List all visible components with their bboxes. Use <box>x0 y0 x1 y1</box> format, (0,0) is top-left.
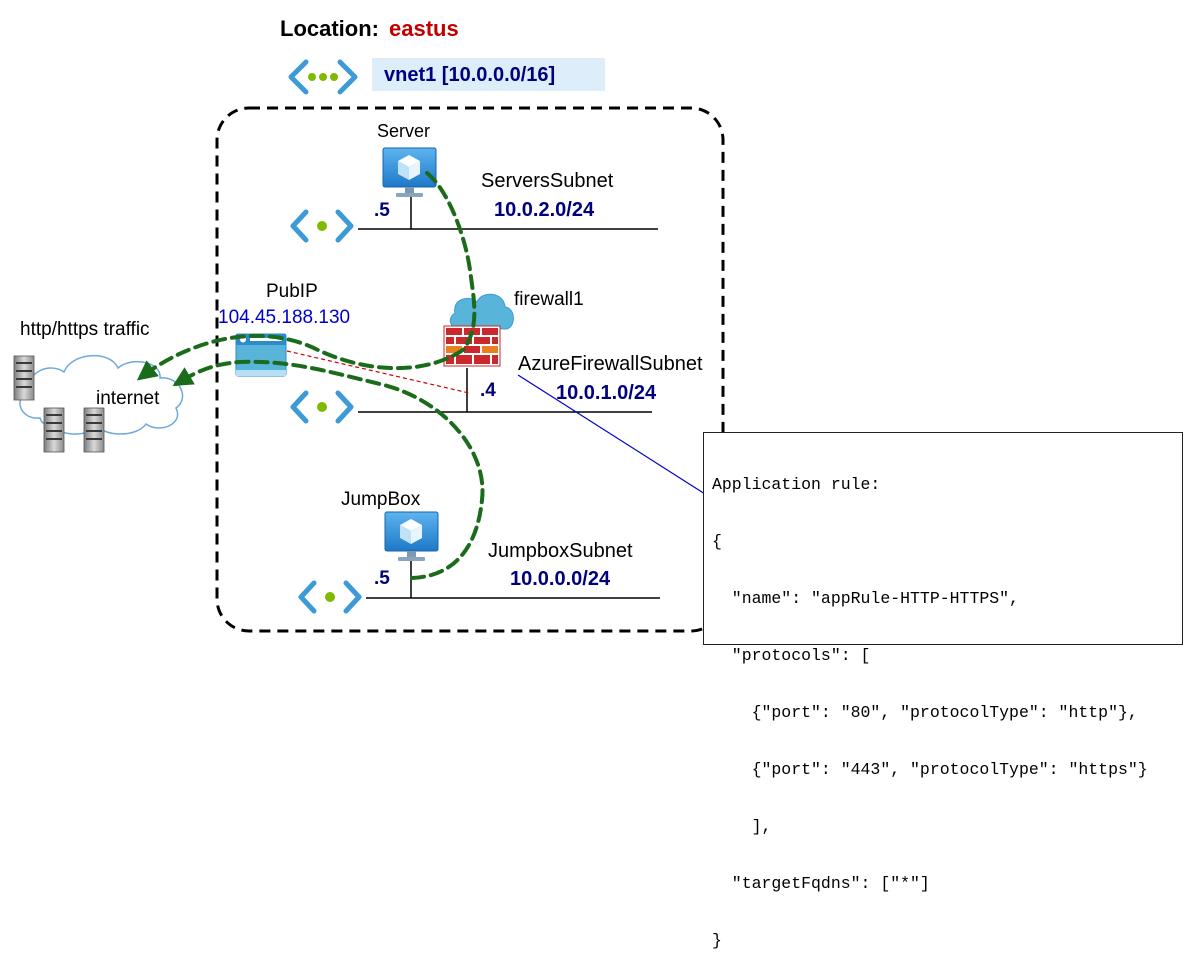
traffic-label: http/https traffic <box>20 319 150 340</box>
rule-line: {"port": "80", "protocolType": "http"}, <box>712 703 1138 722</box>
rule-line: { <box>712 532 722 551</box>
servers-subnet-name: ServersSubnet <box>481 170 614 192</box>
pubip-firewall-link <box>286 350 470 394</box>
rule-line: ], <box>712 817 772 836</box>
rule-line: "protocols": [ <box>712 646 871 665</box>
location-label: Location: <box>280 16 379 41</box>
server-rack-icon <box>13 355 35 401</box>
rule-line: Application rule: <box>712 475 881 494</box>
vnet-label: vnet1 [10.0.0.0/16] <box>384 64 555 86</box>
firewall-subnet-name: AzureFirewallSubnet <box>518 353 703 375</box>
firewall-subnet-cidr: 10.0.1.0/24 <box>556 382 657 404</box>
location-value: eastus <box>389 16 459 41</box>
subnet-icon <box>298 580 362 614</box>
rule-line: "name": "appRule-HTTP-HTTPS", <box>712 589 1019 608</box>
jumpbox-ip-suffix: .5 <box>374 568 390 589</box>
server-rack-icon <box>83 407 105 453</box>
jumpbox-label: JumpBox <box>341 489 421 510</box>
pubip-label: PubIP <box>266 281 318 302</box>
server-ip-suffix: .5 <box>374 200 390 221</box>
internet-label: internet <box>96 388 160 409</box>
vnet-boundary <box>215 106 725 633</box>
vnet-label-background <box>372 58 605 91</box>
subnet-icon <box>290 390 354 424</box>
firewall-icon <box>443 293 514 367</box>
pubip-address: 104.45.188.130 <box>218 307 350 328</box>
jumpbox-subnet-name: JumpboxSubnet <box>488 540 633 562</box>
jumpbox-traffic-path <box>172 359 485 580</box>
virtual-machine-icon <box>384 511 439 561</box>
vnet-icon <box>288 59 358 95</box>
server-label: Server <box>377 121 430 141</box>
network-diagram: Location: eastus vnet1 [10.0.0.0/16] <box>13 16 725 633</box>
rule-callout-line <box>517 374 706 495</box>
application-rule-box: Application rule: { "name": "appRule-HTT… <box>703 432 1183 950</box>
firewall-label: firewall1 <box>514 289 584 310</box>
subnet-icon <box>290 209 354 243</box>
rule-line: } <box>712 931 722 950</box>
servers-subnet-cidr: 10.0.2.0/24 <box>494 199 595 221</box>
server-rack-icon <box>43 407 65 453</box>
jumpbox-subnet-cidr: 10.0.0.0/24 <box>510 568 611 590</box>
public-ip-icon <box>235 333 287 377</box>
server-traffic-path <box>136 171 477 381</box>
firewall-ip-suffix: .4 <box>480 380 496 401</box>
rule-line: {"port": "443", "protocolType": "https"} <box>712 760 1148 779</box>
rule-line: "targetFqdns": ["*"] <box>712 874 930 893</box>
virtual-machine-icon <box>382 147 437 197</box>
